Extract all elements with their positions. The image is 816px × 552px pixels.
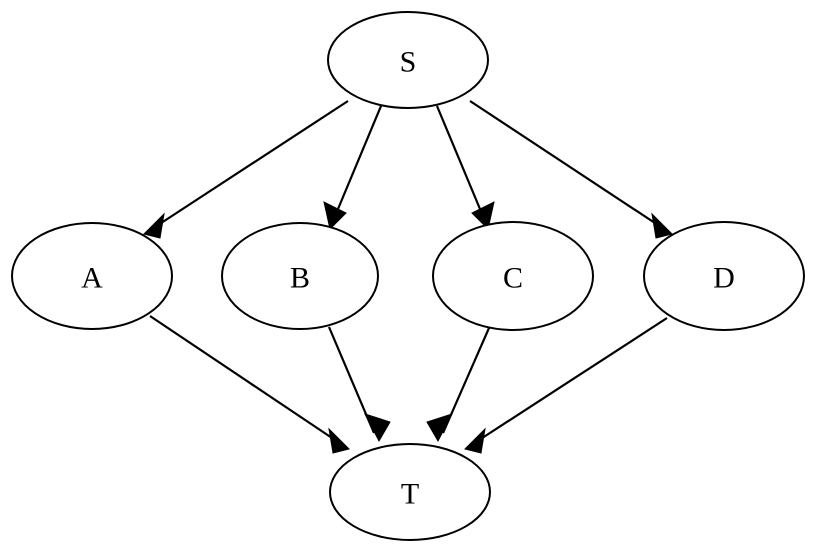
edge-s-to-a-line	[151, 100, 349, 230]
edge-s-to-d[interactable]	[469, 100, 673, 239]
edge-d-to-t[interactable]	[464, 317, 668, 454]
node-d[interactable]: D	[643, 221, 805, 331]
node-t-label: T	[401, 478, 419, 511]
edge-c-to-t-arrowhead	[426, 413, 454, 443]
node-a[interactable]: A	[11, 222, 173, 330]
edge-b-to-t-arrowhead	[363, 413, 391, 443]
node-s[interactable]: S	[327, 11, 489, 109]
edge-s-to-c-arrowhead	[471, 201, 495, 230]
edge-layer	[143, 100, 673, 454]
edge-d-to-t-arrowhead	[464, 427, 486, 454]
edge-s-to-b-arrowhead	[323, 201, 347, 230]
node-c-ellipse	[432, 221, 594, 331]
edge-a-to-t[interactable]	[149, 315, 350, 454]
edge-c-to-t[interactable]	[426, 327, 491, 443]
edge-a-to-t-line	[149, 315, 342, 445]
edge-s-to-b-line	[331, 105, 383, 222]
node-s-label: S	[400, 46, 417, 79]
node-layer: S A B C D T	[11, 11, 805, 541]
edge-a-to-t-arrowhead	[328, 427, 350, 454]
node-b[interactable]: B	[221, 222, 379, 330]
node-b-label: B	[290, 262, 310, 295]
node-a-label: A	[81, 262, 103, 295]
node-t-ellipse	[329, 443, 491, 541]
node-d-label: D	[713, 262, 735, 295]
edge-s-to-d-arrowhead	[651, 212, 673, 239]
edge-s-to-b[interactable]	[323, 105, 383, 230]
edge-s-to-a[interactable]	[143, 100, 349, 239]
node-c-label: C	[503, 262, 523, 295]
edge-s-to-c[interactable]	[435, 105, 495, 230]
edge-s-to-c-line	[435, 105, 487, 222]
edge-s-to-d-line	[469, 100, 665, 230]
node-t[interactable]: T	[329, 443, 491, 541]
node-a-ellipse	[11, 222, 173, 330]
node-b-ellipse	[221, 222, 379, 330]
edge-s-to-a-arrowhead	[143, 212, 165, 239]
edge-d-to-t-line	[472, 317, 668, 445]
node-s-ellipse	[327, 11, 489, 109]
node-d-ellipse	[643, 221, 805, 331]
node-c[interactable]: C	[432, 221, 594, 331]
edge-b-to-t[interactable]	[327, 326, 391, 443]
